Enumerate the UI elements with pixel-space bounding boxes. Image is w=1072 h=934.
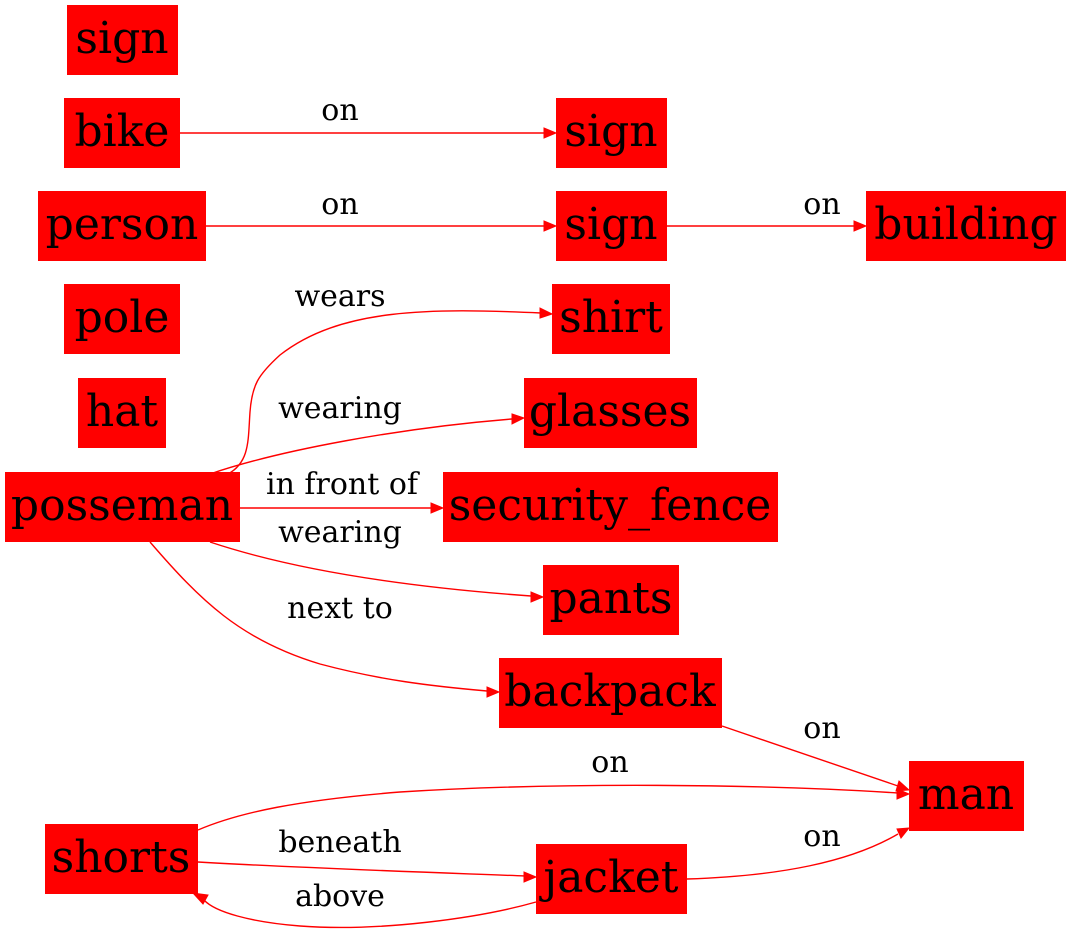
edge-posseman-in-front-of-fence: in front of bbox=[240, 467, 445, 514]
node-pole: pole bbox=[64, 284, 180, 354]
node-label: sign bbox=[564, 106, 657, 157]
node-security-fence: security_fence bbox=[443, 472, 778, 542]
edge-shorts-beneath-jacket: beneath bbox=[197, 825, 538, 883]
edge-posseman-wearing-pants: wearing bbox=[209, 515, 545, 603]
node-label: backpack bbox=[504, 666, 716, 717]
edge-label-posseman-next-to-backpack: next to bbox=[287, 591, 393, 626]
node-person: person bbox=[38, 191, 206, 261]
node-sign-1: sign bbox=[67, 5, 178, 75]
edge-label-sign-on-building: on bbox=[803, 187, 840, 222]
node-hat: hat bbox=[78, 378, 166, 448]
node-label: shorts bbox=[52, 832, 191, 883]
node-label: building bbox=[874, 199, 1057, 250]
node-label: pole bbox=[75, 292, 170, 343]
node-label: man bbox=[918, 769, 1014, 820]
node-glasses: glasses bbox=[524, 378, 697, 448]
node-pants: pants bbox=[543, 565, 679, 635]
edge-label-jacket-above-shorts: above bbox=[295, 879, 385, 914]
node-jacket: jacket bbox=[536, 844, 687, 914]
edge-label-posseman-wearing-glasses: wearing bbox=[278, 391, 402, 426]
edge-label-jacket-on-man: on bbox=[803, 819, 840, 854]
edge-posseman-wearing-glasses: wearing bbox=[209, 391, 526, 475]
node-label: person bbox=[46, 199, 199, 250]
node-label: sign bbox=[564, 199, 657, 250]
edge-label-bike-on-sign: on bbox=[321, 93, 358, 128]
node-building: building bbox=[866, 191, 1066, 261]
node-label: jacket bbox=[539, 852, 679, 903]
edge-jacket-on-man: on bbox=[686, 819, 911, 880]
edge-label-person-on-sign: on bbox=[321, 187, 358, 222]
node-label: pants bbox=[550, 573, 673, 624]
edge-label-backpack-on-man: on bbox=[803, 711, 840, 746]
node-label: sign bbox=[75, 13, 168, 64]
edge-label-posseman-wears-shirt: wears bbox=[294, 279, 385, 314]
node-shirt: shirt bbox=[552, 284, 670, 354]
edge-bike-on-sign: on bbox=[180, 93, 558, 139]
edge-backpack-on-man: on bbox=[721, 711, 911, 792]
node-label: shirt bbox=[559, 292, 663, 343]
edge-person-on-sign: on bbox=[206, 187, 558, 232]
edge-label-shorts-on-man: on bbox=[591, 745, 628, 780]
node-sign-2: sign bbox=[556, 98, 667, 168]
edge-label-posseman-in-front-of-fence: in front of bbox=[266, 467, 420, 502]
edge-sign-on-building: on bbox=[667, 187, 868, 232]
edge-posseman-next-to-backpack: next to bbox=[149, 541, 501, 698]
node-shorts: shorts bbox=[45, 824, 198, 894]
node-label: posseman bbox=[11, 480, 233, 531]
node-label: glasses bbox=[529, 386, 691, 437]
node-label: security_fence bbox=[449, 480, 772, 531]
node-backpack: backpack bbox=[499, 658, 722, 728]
edge-jacket-above-shorts: above bbox=[191, 879, 537, 929]
node-man: man bbox=[909, 761, 1024, 831]
node-posseman: posseman bbox=[5, 472, 240, 542]
node-bike: bike bbox=[64, 98, 180, 168]
node-sign-3: sign bbox=[556, 191, 667, 261]
node-label: hat bbox=[86, 386, 159, 437]
edge-shorts-on-man: on bbox=[197, 745, 911, 831]
edge-posseman-wears-shirt: wears bbox=[227, 279, 554, 475]
node-label: bike bbox=[75, 106, 170, 157]
edge-label-posseman-wearing-pants: wearing bbox=[278, 515, 402, 550]
edge-label-shorts-beneath-jacket: beneath bbox=[278, 825, 401, 860]
